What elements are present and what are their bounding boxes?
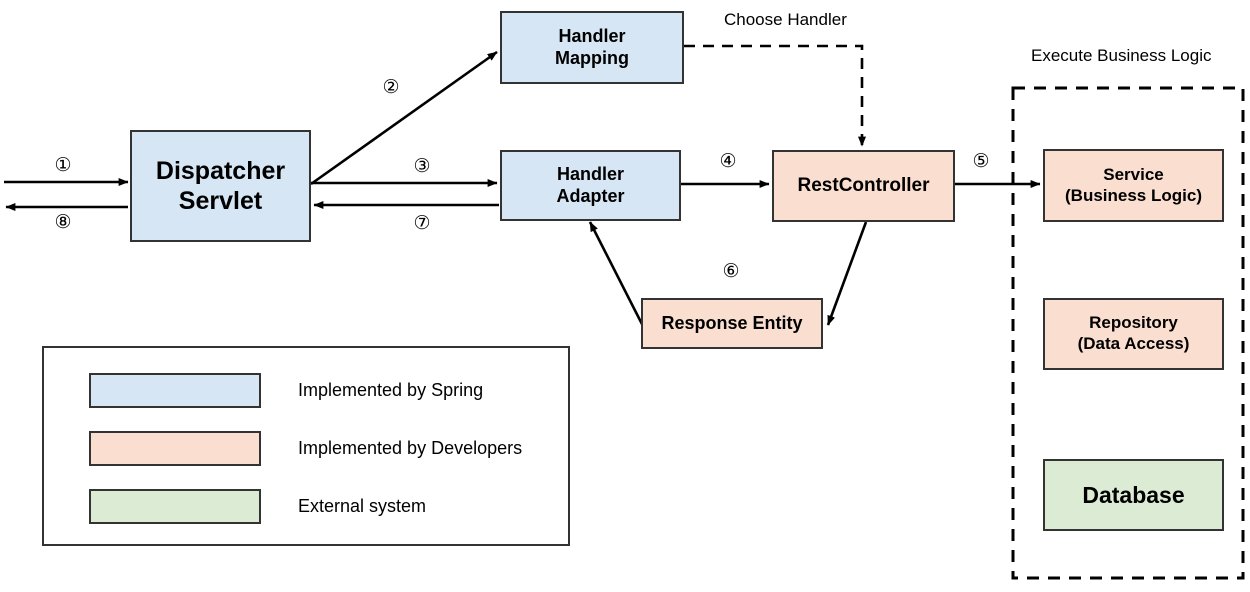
node-service[interactable]: Service (Business Logic) (1043, 149, 1224, 222)
arrow-step-6 (588, 221, 647, 331)
node-database[interactable]: Database (1043, 459, 1224, 531)
legend-swatch-developer (89, 431, 261, 466)
legend-swatch-spring (89, 373, 261, 408)
legend-label-developer: Implemented by Developers (298, 438, 523, 458)
step-marker-4: ④ (719, 151, 737, 172)
step-marker-5: ⑤ (972, 151, 990, 172)
legend-label-spring: Implemented by Spring (298, 380, 484, 400)
step-marker-7: ⑦ (413, 213, 431, 234)
arrow-restcontroller-to-response-entity (826, 221, 868, 326)
step-marker-3: ③ (413, 156, 431, 177)
legend-label-external: External system (298, 496, 427, 516)
step-marker-2: ② (382, 77, 400, 98)
node-response-entity[interactable]: Response Entity (641, 298, 823, 349)
node-repository[interactable]: Repository (Data Access) (1043, 298, 1224, 370)
label-choose-handler: Choose Handler (724, 10, 847, 29)
legend-item-external: External system (89, 489, 426, 524)
node-dispatcher-servlet[interactable]: Dispatcher Servlet (130, 130, 311, 242)
legend-swatch-external (89, 489, 261, 524)
node-handler-adapter[interactable]: Handler Adapter (500, 150, 681, 221)
arrow-step-2 (310, 50, 498, 186)
step-marker-6: ⑥ (722, 261, 740, 282)
legend-item-developer: Implemented by Developers (89, 431, 522, 466)
node-handler-mapping[interactable]: Handler Mapping (500, 11, 684, 84)
node-rest-controller[interactable]: RestController (772, 150, 955, 222)
dashed-connector-choose-handler (684, 44, 866, 147)
label-execute-business-logic: Execute Business Logic (1031, 46, 1212, 65)
step-marker-1: ① (54, 155, 72, 176)
legend-item-spring: Implemented by Spring (89, 373, 483, 408)
step-marker-8: ⑧ (54, 212, 72, 233)
legend: Implemented by Spring Implemented by Dev… (42, 346, 570, 546)
